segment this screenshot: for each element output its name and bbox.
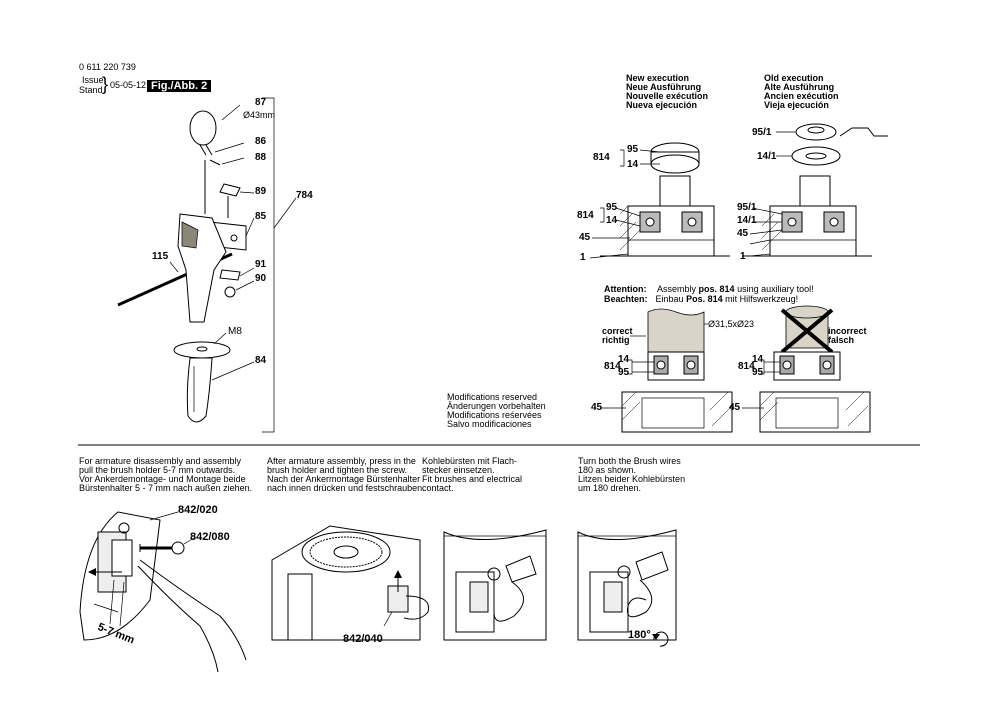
step2-line3: Nach der Ankermontage Bürstenhalter [267,474,421,484]
old-1: 1 [740,251,746,262]
old-exec-de: Alte Ausführung [764,82,835,92]
step4-line2: 180 as shown. [578,465,637,475]
label-85: 85 [255,211,267,222]
step-label-842-040: 842/040 [343,633,383,645]
brace: } [102,74,109,94]
correct-95: 95 [618,367,630,378]
new-45: 45 [579,232,591,243]
step3-line2: stecker einsetzen. [422,465,495,475]
old-95-1-mid: 95/1 [737,202,757,213]
attention-label: Attention: [604,284,647,294]
mod-en: Modifications reserved [447,392,538,402]
falsch-label: falsch [828,335,855,345]
correct-814: 814 [604,361,621,372]
step2-drawing [271,525,430,641]
attention-post: using auxiliary tool! [734,284,814,294]
beachten-post: mit Hilfswerkzeug! [722,294,799,304]
label-84: 84 [255,355,267,366]
label-88: 88 [255,152,267,163]
exploded-handle-drawing [117,97,297,433]
old-14-1-mid: 14/1 [737,215,757,226]
new-14-top: 14 [627,159,639,170]
step-label-180: 180° [628,629,651,641]
new-814-mid: 814 [577,210,594,221]
step1-line1: For armature disassembly and assembly [79,456,242,466]
mod-fr: Modifications reśervées [447,410,542,420]
old-exec-es: Vieja ejecución [764,100,829,110]
new-814-top: 814 [593,152,610,163]
step-label-842-080: 842/080 [190,531,230,543]
step1-line2: pull the brush holder 5-7 mm outwards. [79,465,236,475]
incorrect-tool-drawing [742,305,871,433]
part-number: 0 611 220 739 [79,62,136,72]
step4-line4: um 180 drehen. [578,483,642,493]
label-115: 115 [152,251,169,262]
new-1: 1 [580,252,586,263]
new-exec-en: New execution [626,73,690,83]
label-87: 87 [255,97,267,108]
step2-line1: After armature assembly, press in the [267,456,416,466]
new-execution-drawing [589,142,730,259]
step3-line3: Fit brushes and electrical [422,474,523,484]
incorrect-14: 14 [752,354,764,365]
beachten-label: Beachten: [604,294,648,304]
dimension-label: Ø31,5xØ23 [708,319,755,329]
new-95-mid: 95 [606,202,618,213]
correct-label: correct [602,326,633,336]
issue-date: 05-05-12 [110,80,147,90]
new-95-top: 95 [627,144,639,155]
richtig-label: richtig [602,335,630,345]
step2-line2: brush holder and tighten the screw. [267,465,408,475]
beachten-line: Beachten: Einbau Pos. 814 mit Hilfswerkz… [604,294,798,304]
correct-45: 45 [591,402,603,413]
new-14-mid: 14 [606,215,618,226]
label-89: 89 [255,186,267,197]
step1-line4: Bürstenhalter 5 - 7 mm nach außen ziehen… [79,483,253,493]
label-90: 90 [255,273,267,284]
new-exec-fr: Nouvelle exécution [626,91,709,101]
old-exec-fr: Ancien exécution [764,91,839,101]
step4-line3: Litzen beider Kohlebürsten [578,474,686,484]
step2-line4: nach innen drücken und festschrauben. [267,483,425,493]
correct-14: 14 [618,354,630,365]
new-exec-de: Neue Ausführung [626,82,702,92]
beachten-pre: Einbau [655,294,687,304]
old-45: 45 [737,228,749,239]
incorrect-95: 95 [752,367,764,378]
stand-label: Stand [79,85,103,95]
old-14-1-top: 14/1 [757,151,777,162]
mod-de: Änderungen vorbehalten [447,401,546,411]
label-m8: M8 [228,326,242,337]
old-exec-en: Old execution [764,73,824,83]
step4-drawing [577,529,677,647]
step1-line3: Vor Ankerdemontage- und Montage beide [79,474,246,484]
step3-line1: Kohlebürsten mit Flach- [422,456,518,466]
correct-tool-drawing [600,308,733,433]
new-exec-es: Nueva ejecución [626,100,698,110]
attention-line: Attention: Assembly pos. 814 using auxil… [604,284,814,294]
figure-label: Fig./Abb. 2 [147,80,212,92]
step3-drawing [443,529,547,641]
attention-pre: Assembly [657,284,699,294]
label-91: 91 [255,259,267,270]
incorrect-814: 814 [738,361,755,372]
label-43mm: Ø43mm [243,110,276,120]
step1-drawing [79,511,247,673]
step3-line4: contact. [422,483,454,493]
incorrect-45: 45 [729,402,741,413]
issue-label: Issue [82,75,104,85]
label-86: 86 [255,136,267,147]
beachten-pos: Pos. 814 [686,294,723,304]
step4-line1: Turn both the Brush wires [578,456,681,466]
old-execution-drawing [742,123,888,257]
label-784: 784 [296,190,313,201]
step-label-842-020: 842/020 [178,504,218,516]
incorrect-label: incorrect [828,326,867,336]
old-95-1-top: 95/1 [752,127,772,138]
mod-es: Salvo modificaciones [447,419,532,429]
attention-pos: pos. 814 [698,284,735,294]
